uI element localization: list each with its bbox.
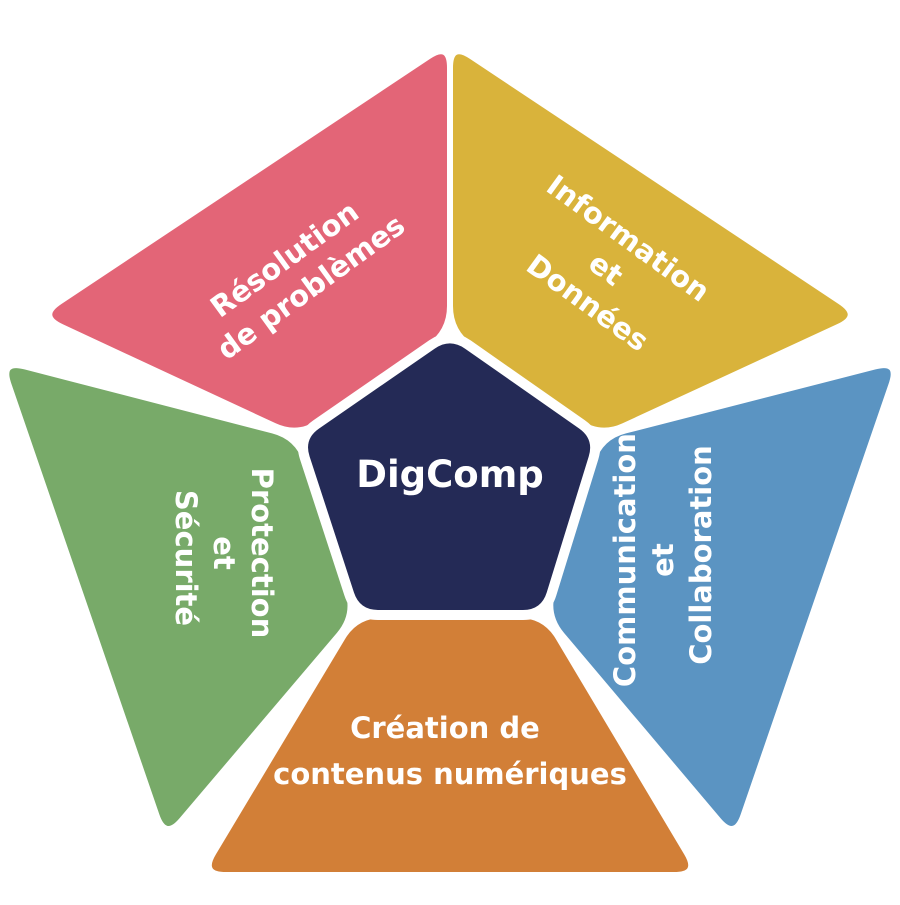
- label-communication-line-1: Communication: [608, 433, 642, 687]
- center-label-digcomp: DigComp: [356, 453, 544, 496]
- segment-protection-securite: [3, 362, 354, 832]
- segment-creation-contenus: [205, 612, 695, 878]
- competence-areas: [3, 48, 897, 878]
- label-protection-line-3: Sécurité: [169, 490, 203, 626]
- segment-communication-collaboration: [547, 362, 897, 832]
- segment-resolution-problemes: [46, 48, 453, 434]
- label-protection-line-1: Protection: [245, 468, 279, 639]
- label-creation-line-1: Création de: [350, 711, 540, 745]
- center-pentagon: [297, 333, 601, 620]
- label-creation-contenus: Création de contenus numériques: [273, 711, 627, 791]
- label-communication-line-2: et: [646, 543, 680, 577]
- label-protection-securite: Protection et Sécurité: [169, 468, 279, 649]
- label-communication-collaboration: Communication et Collaboration: [608, 423, 718, 687]
- segment-information-donnees: [447, 48, 854, 434]
- label-communication-line-3: Collaboration: [684, 445, 718, 665]
- label-protection-line-2: et: [207, 536, 241, 570]
- label-creation-line-2: contenus numériques: [273, 757, 627, 791]
